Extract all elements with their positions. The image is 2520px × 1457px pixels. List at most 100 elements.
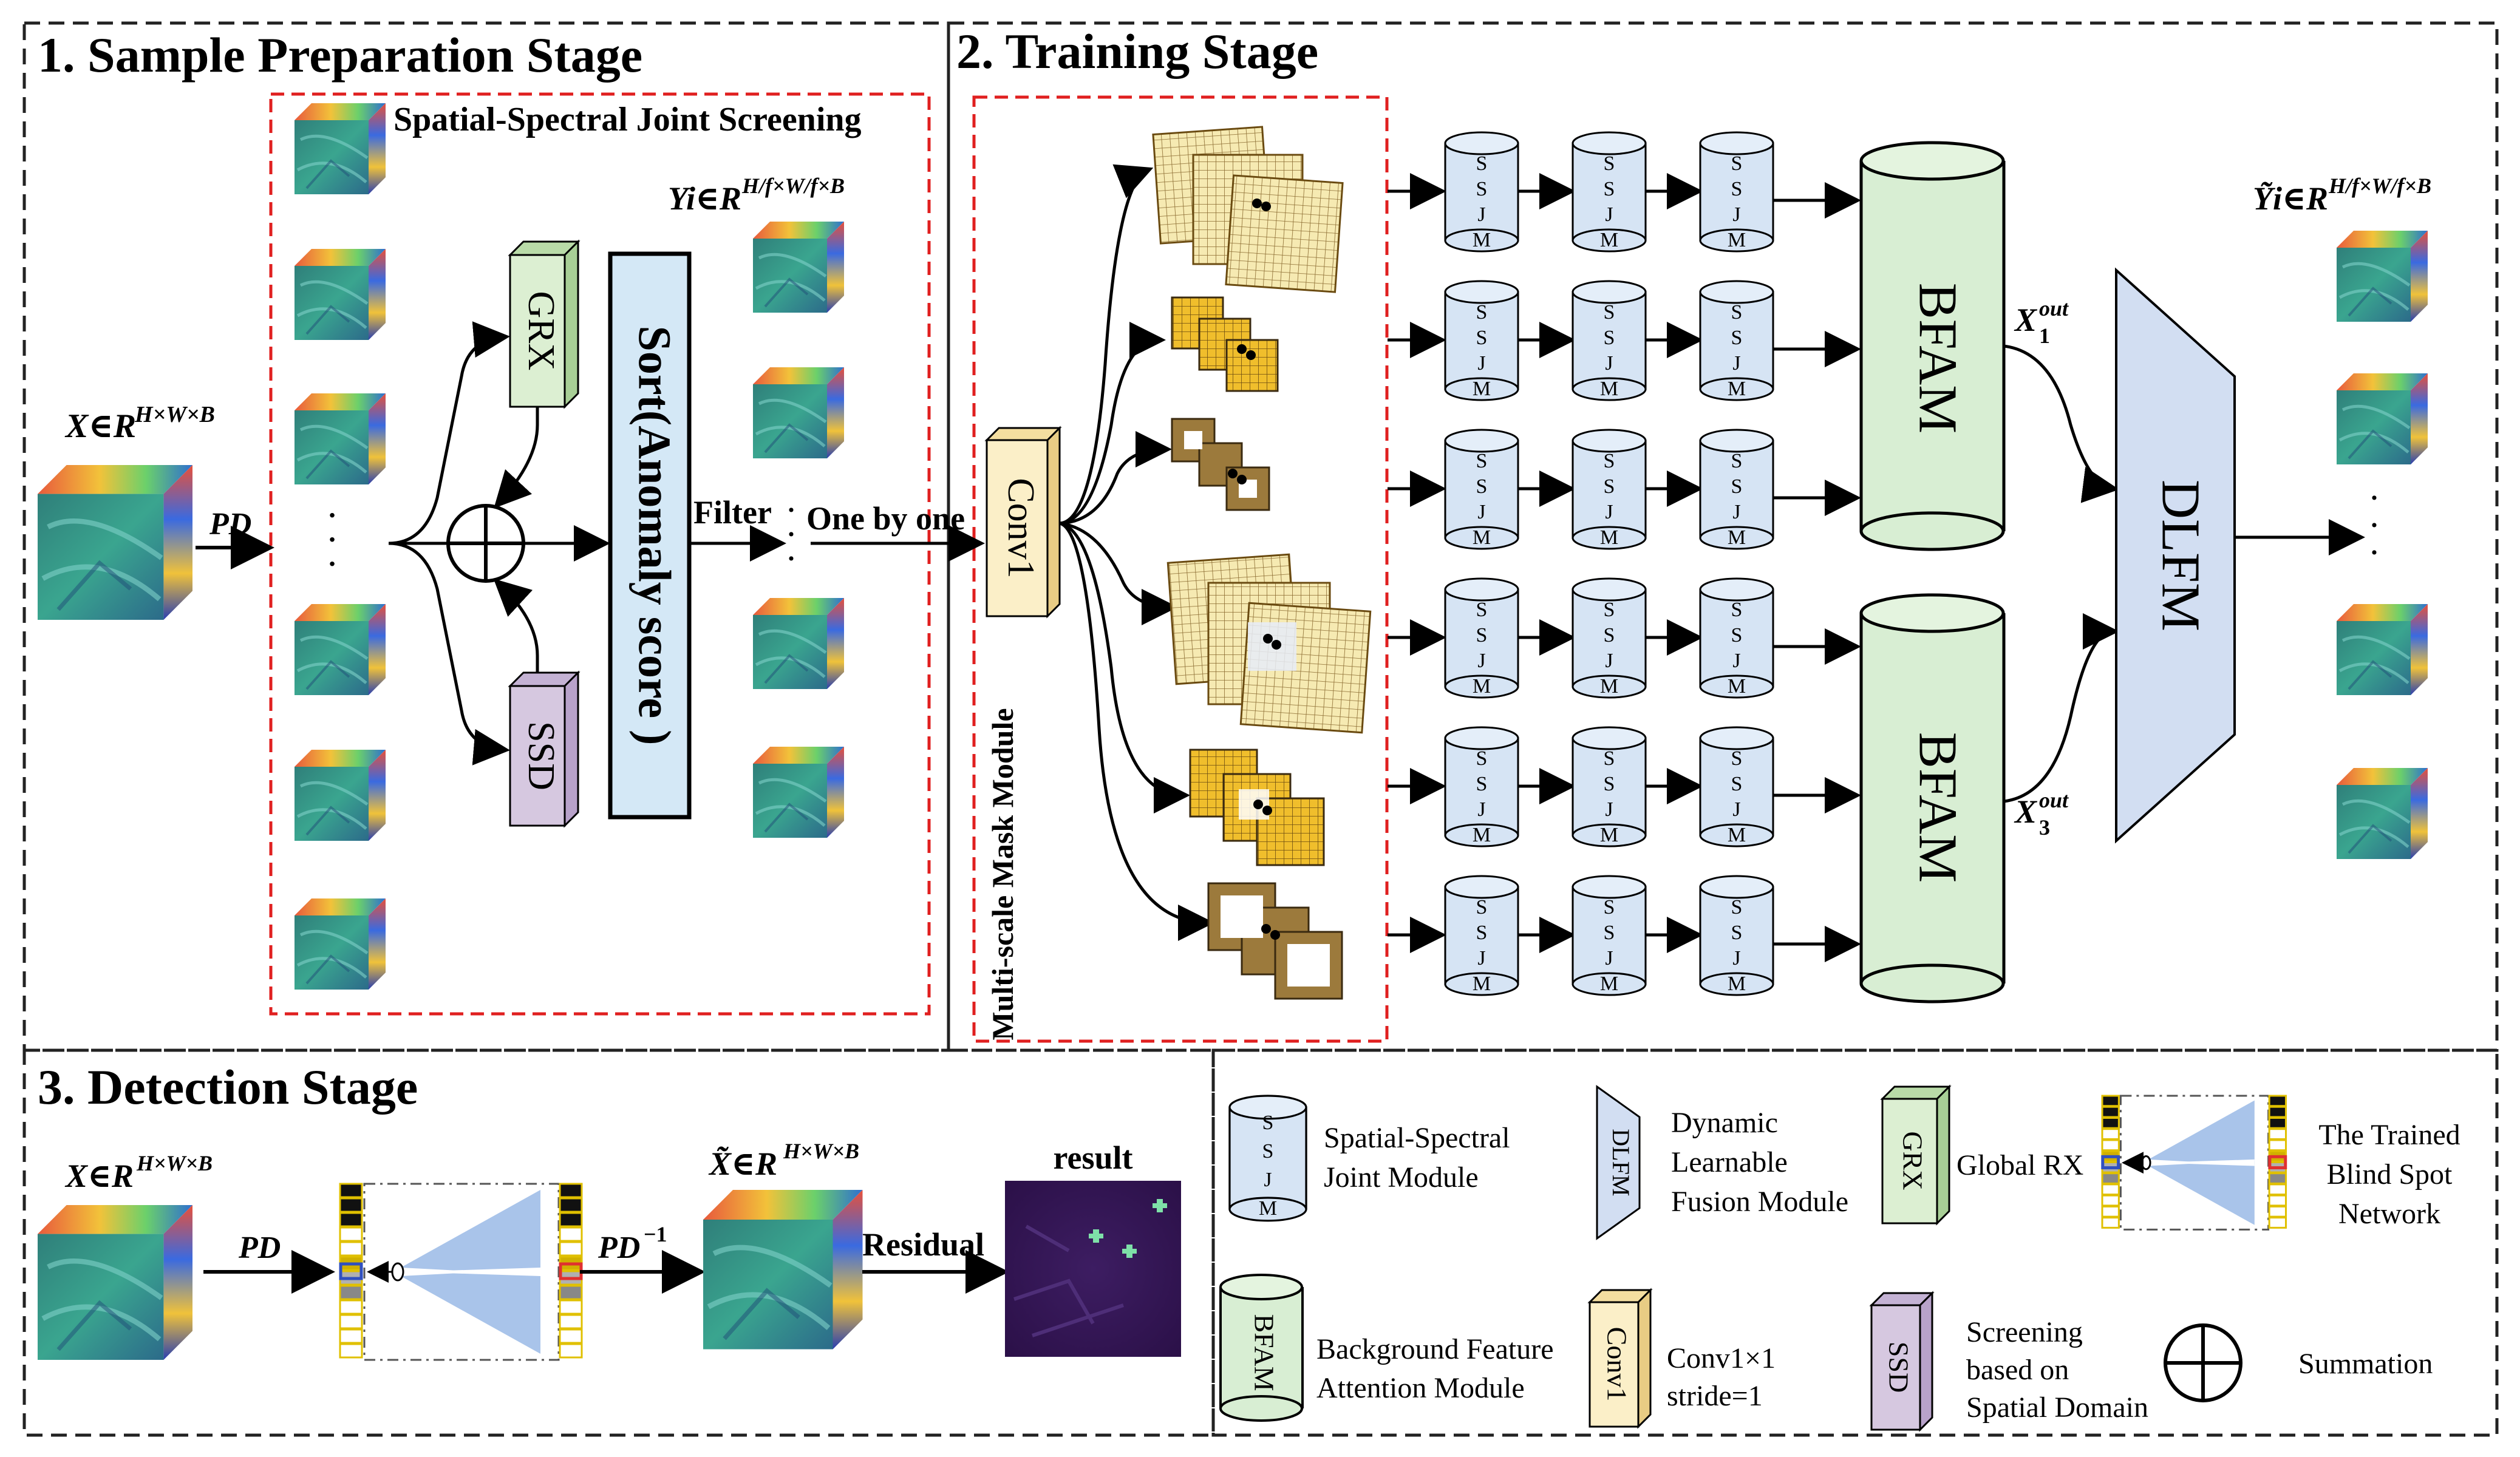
mask-group-3 xyxy=(1171,418,1270,511)
svg-text:·: · xyxy=(2368,532,2380,572)
ssjm-letter: M xyxy=(1600,675,1618,698)
ssjm-letter: S xyxy=(1604,152,1615,175)
bsn-cell-left xyxy=(2101,1139,2120,1152)
ssjm-letter: S xyxy=(1476,747,1488,770)
ssjm-letter: S xyxy=(1604,896,1615,919)
svg-text:·: · xyxy=(785,490,797,530)
mask-group-1 xyxy=(1152,126,1344,293)
ssjm-letter: M xyxy=(1473,378,1491,400)
bsn-cell-left xyxy=(339,1314,363,1330)
ssjm-letter: S xyxy=(1731,773,1743,795)
bsn-cell-right xyxy=(2268,1183,2287,1196)
mask-group-4 xyxy=(1166,553,1372,734)
ssjm-letter: M xyxy=(1728,526,1746,549)
bsn-cell-right xyxy=(2268,1172,2287,1184)
bsn-cell-left xyxy=(339,1212,363,1228)
legend-ssjm-line1: Spatial-Spectral xyxy=(1324,1122,1510,1154)
legend-conv-line2: stride=1 xyxy=(1667,1380,1763,1412)
legend-dlfm-icon xyxy=(1596,1085,1641,1240)
legend-dlfm-line3: Fusion Module xyxy=(1671,1186,1848,1218)
ssjm-letters: SSJMSSJMSSJMSSJMSSJMSSJMSSJMSSJMSSJMSSJM… xyxy=(1473,152,1746,995)
ssjm-letter: M xyxy=(1600,378,1618,400)
x3-sup: out xyxy=(2039,788,2069,812)
ssjm-letter: S xyxy=(1604,747,1615,770)
legend-bfam-label: BFAM xyxy=(1248,1314,1279,1391)
stage1-title: 1. Sample Preparation Stage xyxy=(38,27,642,83)
legend-ssd-icon: SSD xyxy=(1869,1291,1935,1432)
svg-text:S: S xyxy=(1262,1112,1274,1134)
stage2-section: 2. Training Stage Multi-scale Mask Modul… xyxy=(956,24,2431,1041)
blind-spot-network xyxy=(339,1183,583,1361)
bsn-cone-upper xyxy=(401,1190,540,1275)
ssjm-row-5 xyxy=(1388,726,1861,847)
legend-ssjm-line2: Joint Module xyxy=(1324,1161,1479,1194)
ssjm-letter: S xyxy=(1731,624,1743,647)
x1-sup: out xyxy=(2039,296,2069,321)
grx-block: GRX xyxy=(508,239,581,409)
bfam-bottom-label: BFAM xyxy=(1907,732,1967,883)
ssjm-letter: J xyxy=(1477,947,1485,970)
bsn-cell-left xyxy=(339,1197,363,1213)
legend-dlfm-line2: Learnable xyxy=(1671,1146,1788,1178)
legend-blind-line3: Network xyxy=(2338,1198,2440,1230)
yi-label: Yi∈R xyxy=(668,180,741,217)
ssjm-letter: S xyxy=(1604,475,1615,498)
patch-cubes: · · · xyxy=(295,103,386,990)
stage3-pd: PD xyxy=(238,1231,281,1265)
ssjm-letter: S xyxy=(1476,450,1488,472)
bsn-cell-right xyxy=(559,1212,583,1228)
ssjm-letter: J xyxy=(1732,352,1740,375)
legend-grx-desc: Global RX xyxy=(1956,1149,2083,1181)
bsn-cell-left xyxy=(339,1183,363,1198)
ssjm-letter: S xyxy=(1731,599,1743,621)
one-by-one-label: One by one xyxy=(806,500,965,537)
bfam-bottom: BFAM xyxy=(1859,593,2006,1004)
ssjm-letter: M xyxy=(1728,824,1746,846)
summation-symbol xyxy=(446,504,525,583)
bsn-cell-left xyxy=(339,1343,363,1359)
ssjm-letter: M xyxy=(1473,973,1491,995)
ytilde-label: Ỹi∈R xyxy=(2253,180,2328,217)
conv-to-mask-arrows xyxy=(1059,164,1214,941)
ssjm-letter: S xyxy=(1731,475,1743,498)
legend-conv-label: Conv1 xyxy=(1601,1327,1632,1402)
ssjm-letter: S xyxy=(1604,301,1615,324)
bsn-cell-left xyxy=(2101,1205,2120,1218)
bsn-cell-right xyxy=(2268,1194,2287,1207)
stage1-input-label: X∈R xyxy=(64,407,136,445)
svg-text:·: · xyxy=(2368,478,2380,518)
legend-grx-label: GRX xyxy=(1897,1131,1928,1190)
ssjm-row-6 xyxy=(1388,875,1861,996)
stage3-section: 3. Detection Stage X∈R H×W×B PD PD −1 X̃… xyxy=(38,1059,1181,1360)
stage3-input-cube xyxy=(38,1205,192,1360)
ssjm-letter: M xyxy=(1473,229,1491,251)
ssjm-letter: S xyxy=(1731,922,1743,944)
xtilde-sup: H×W×B xyxy=(783,1139,859,1163)
svg-text:J: J xyxy=(1264,1169,1272,1191)
ssjm-letter: S xyxy=(1476,773,1488,795)
ssjm-letter: M xyxy=(1600,526,1618,549)
bsn-cell-right xyxy=(559,1197,583,1213)
legend-blind-spot-icon xyxy=(2101,1095,2287,1231)
ssd-label: SSD xyxy=(520,721,562,790)
patch-dots: · xyxy=(325,494,338,537)
svg-text:·: · xyxy=(2368,505,2380,545)
mask-group-6 xyxy=(1207,882,1343,1000)
ssjm-letter: S xyxy=(1476,152,1488,175)
ssjm-letter: J xyxy=(1732,650,1740,672)
ssjm-letter: S xyxy=(1476,896,1488,919)
bsn-cell-right xyxy=(2268,1095,2287,1107)
legend-conv-line1: Conv1×1 xyxy=(1667,1342,1776,1374)
xtilde-label: X̃∈R xyxy=(708,1146,777,1182)
stage3-input-sup: H×W×B xyxy=(136,1151,213,1175)
ssjm-letter: M xyxy=(1473,675,1491,698)
x1-sub: 1 xyxy=(2039,324,2050,348)
ssjm-letter: S xyxy=(1604,624,1615,647)
ssd-block: SSD xyxy=(508,670,581,828)
bsn-cell-right xyxy=(559,1285,583,1300)
svg-text:M: M xyxy=(1259,1197,1277,1220)
ssjm-letter: J xyxy=(1732,203,1740,226)
residual-label: Residual xyxy=(862,1226,984,1263)
legend-dlfm-label: DLFM xyxy=(1607,1129,1635,1196)
